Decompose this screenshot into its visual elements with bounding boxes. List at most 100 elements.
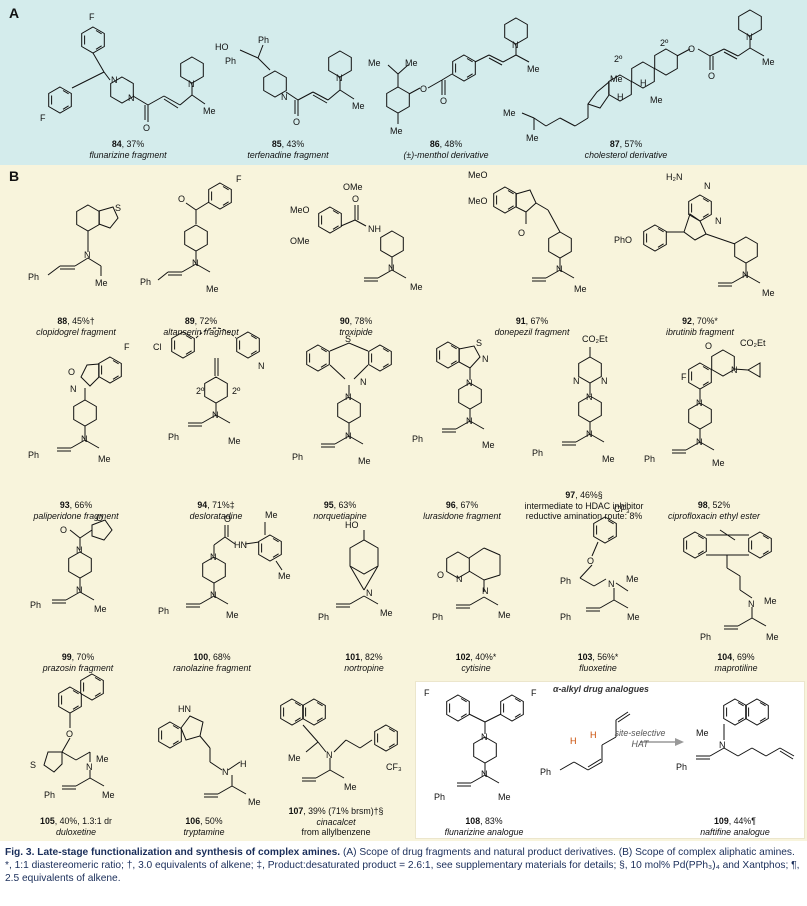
- label-96: 96, 67%lurasidone fragment: [423, 500, 501, 521]
- atom-o-87: O: [688, 44, 695, 54]
- atom-o-84: O: [143, 123, 150, 133]
- label-100: 100, 68%ranolazine fragment: [173, 652, 251, 673]
- atom-nh-90: NH: [368, 224, 381, 234]
- atom-n-109: N: [719, 740, 726, 750]
- atom-me-87e: Me: [762, 57, 775, 67]
- molecule-107: [280, 698, 398, 782]
- atom-me-87a: Me: [610, 74, 623, 84]
- atom-h-87a: H: [617, 92, 624, 102]
- label-93: 93, 66%paliperidone fragment: [33, 500, 119, 521]
- atom-h-hat-a: H: [570, 736, 577, 746]
- atom-n-89: N: [192, 258, 199, 268]
- atom-n-84a: N: [111, 75, 118, 85]
- atom-2o-94a: 2º: [196, 386, 205, 396]
- atom-ph-85b: Ph: [225, 56, 236, 66]
- inset-title: α-alkyl drug analogues: [553, 684, 649, 694]
- atom-me-101: Me: [380, 608, 393, 618]
- atom-me-109: Me: [696, 728, 709, 738]
- molecule-94: [171, 327, 260, 427]
- atom-me-105b: Me: [102, 790, 115, 800]
- atom-o-86: O: [420, 84, 427, 94]
- molecule-86: [386, 17, 530, 124]
- atom-n-99a: N: [76, 545, 83, 555]
- label-88: 88, 45%†clopidogrel fragment: [36, 316, 116, 337]
- atom-pho-92: PhO: [614, 235, 632, 245]
- molecule-96: [436, 341, 485, 433]
- atom-me-89: Me: [206, 284, 219, 294]
- atom-n-96a: N: [482, 354, 489, 364]
- atom-2o-87b: 2º: [660, 38, 669, 48]
- label-99: 99, 70%prazosin fragment: [42, 652, 114, 673]
- molecule-108: [446, 694, 524, 787]
- atom-me-93: Me: [98, 454, 111, 464]
- atom-s-105: S: [30, 760, 36, 770]
- label-94: 94, 71%‡desloratadine: [189, 500, 243, 521]
- atom-o-91: O: [518, 228, 525, 238]
- molecule-104: [683, 529, 772, 630]
- label-89: 89, 72%altanserin fragment: [163, 316, 239, 337]
- atom-meo-90: MeO: [290, 205, 310, 215]
- atom-h-hat-b: H: [590, 730, 597, 740]
- atom-n-102b: N: [482, 586, 489, 596]
- molecule-103: [579, 516, 629, 612]
- atom-ome-90b: OMe: [290, 236, 310, 246]
- atom-n-95b: N: [345, 392, 352, 402]
- atom-n-105: N: [86, 762, 93, 772]
- atom-n-84b: N: [128, 93, 135, 103]
- atom-ph-96: Ph: [412, 434, 423, 444]
- atom-ph-97: Ph: [532, 448, 543, 458]
- atom-o-105: O: [66, 729, 73, 739]
- atom-n-103: N: [608, 579, 615, 589]
- atom-n-101: N: [366, 588, 373, 598]
- atom-me-86a: Me: [368, 58, 381, 68]
- atom-n-108a: N: [481, 732, 488, 742]
- atom-f-89: F: [236, 174, 242, 184]
- atom-me-87c: Me: [503, 108, 516, 118]
- molecule-91: [493, 186, 575, 282]
- atom-s-96: S: [476, 338, 482, 348]
- molecule-84: [48, 26, 206, 122]
- atom-n-91: N: [556, 264, 563, 274]
- atom-me-104a: Me: [764, 596, 777, 606]
- atom-me-92: Me: [762, 288, 775, 298]
- atom-o-90: O: [352, 194, 359, 204]
- atom-me-86c: Me: [390, 126, 403, 136]
- atom-ph-99: Ph: [30, 600, 41, 610]
- atom-n-100b: N: [210, 590, 217, 600]
- atom-n-100a: N: [210, 552, 217, 562]
- atom-n-88: N: [84, 250, 91, 260]
- atom-co2et-98: CO₂Et: [740, 338, 766, 348]
- atom-n-97a: N: [573, 376, 580, 386]
- molecule-95: [306, 342, 392, 448]
- atom-me-102: Me: [498, 610, 511, 620]
- hat-label: site-selective HAT: [614, 728, 666, 749]
- atom-me-90: Me: [410, 282, 423, 292]
- atom-n-93b: N: [81, 434, 88, 444]
- atom-o-86b: O: [440, 96, 447, 106]
- atom-ph-95: Ph: [292, 452, 303, 462]
- molecule-109: [696, 698, 795, 760]
- atom-o-99a: O: [60, 525, 67, 535]
- atom-n-87: N: [746, 32, 753, 42]
- molecule-102: [446, 547, 501, 609]
- molecule-90: [318, 205, 407, 282]
- atom-ho-101: HO: [345, 520, 359, 530]
- panel-label-a: A: [9, 5, 20, 21]
- atom-o-89: O: [178, 194, 185, 204]
- atom-me-104b: Me: [766, 632, 779, 642]
- atom-ph-103a: Ph: [560, 576, 571, 586]
- atom-n-107: N: [326, 750, 333, 760]
- atom-o-102: O: [437, 570, 444, 580]
- atom-ho-85: HO: [215, 42, 229, 52]
- molecule-85: [239, 44, 355, 116]
- atom-me-85: Me: [352, 101, 365, 111]
- atom-me-96: Me: [482, 440, 495, 450]
- atom-o-87b: O: [708, 71, 715, 81]
- atom-me-98: Me: [712, 458, 725, 468]
- molecule-89: [157, 182, 232, 281]
- label-104: 104, 69%maprotiline: [714, 652, 758, 673]
- atom-me-95: Me: [358, 456, 371, 466]
- atom-meo-91b: MeO: [468, 196, 488, 206]
